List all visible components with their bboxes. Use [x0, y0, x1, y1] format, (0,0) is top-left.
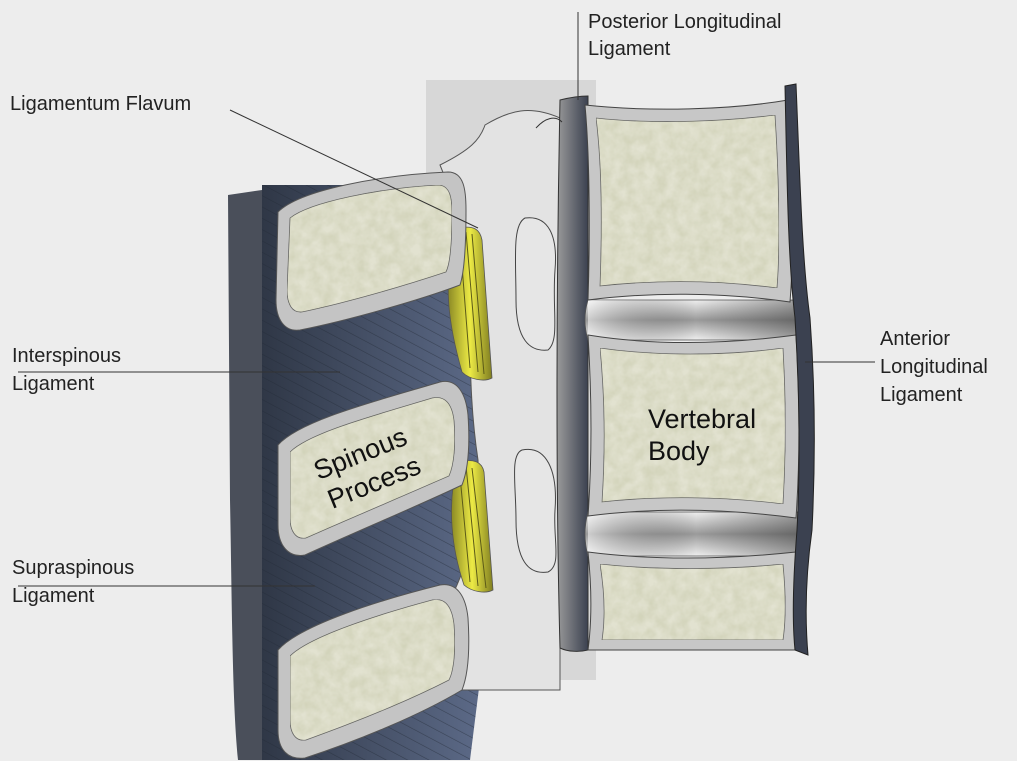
- label-posterior-longitudinal-ligament-2: Ligament: [588, 38, 671, 60]
- label-interspinous-ligament-1: Interspinous: [12, 345, 121, 367]
- intervertebral-foramen-upper: [515, 218, 555, 351]
- vertebral-body-upper: [585, 100, 793, 302]
- posterior-longitudinal-ligament: [557, 96, 588, 651]
- label-interspinous-ligament-2: Ligament: [12, 373, 95, 395]
- label-supraspinous-ligament-1: Supraspinous: [12, 557, 134, 579]
- label-anterior-longitudinal-ligament-1: Anterior: [880, 328, 950, 350]
- label-supraspinous-ligament-2: Ligament: [12, 585, 95, 607]
- label-anterior-longitudinal-ligament-3: Ligament: [880, 384, 963, 406]
- intervertebral-foramen-lower: [515, 449, 557, 572]
- label-anterior-longitudinal-ligament-2: Longitudinal: [880, 356, 988, 378]
- label-ligamentum-flavum: Ligamentum Flavum: [10, 93, 191, 115]
- label-vertebral-body-2: Body: [648, 436, 710, 466]
- label-posterior-longitudinal-ligament-1: Posterior Longitudinal: [588, 11, 781, 33]
- supraspinous-ligament: [228, 190, 262, 760]
- label-vertebral-body-1: Vertebral: [648, 404, 756, 434]
- vertebral-body-lower: [588, 552, 799, 650]
